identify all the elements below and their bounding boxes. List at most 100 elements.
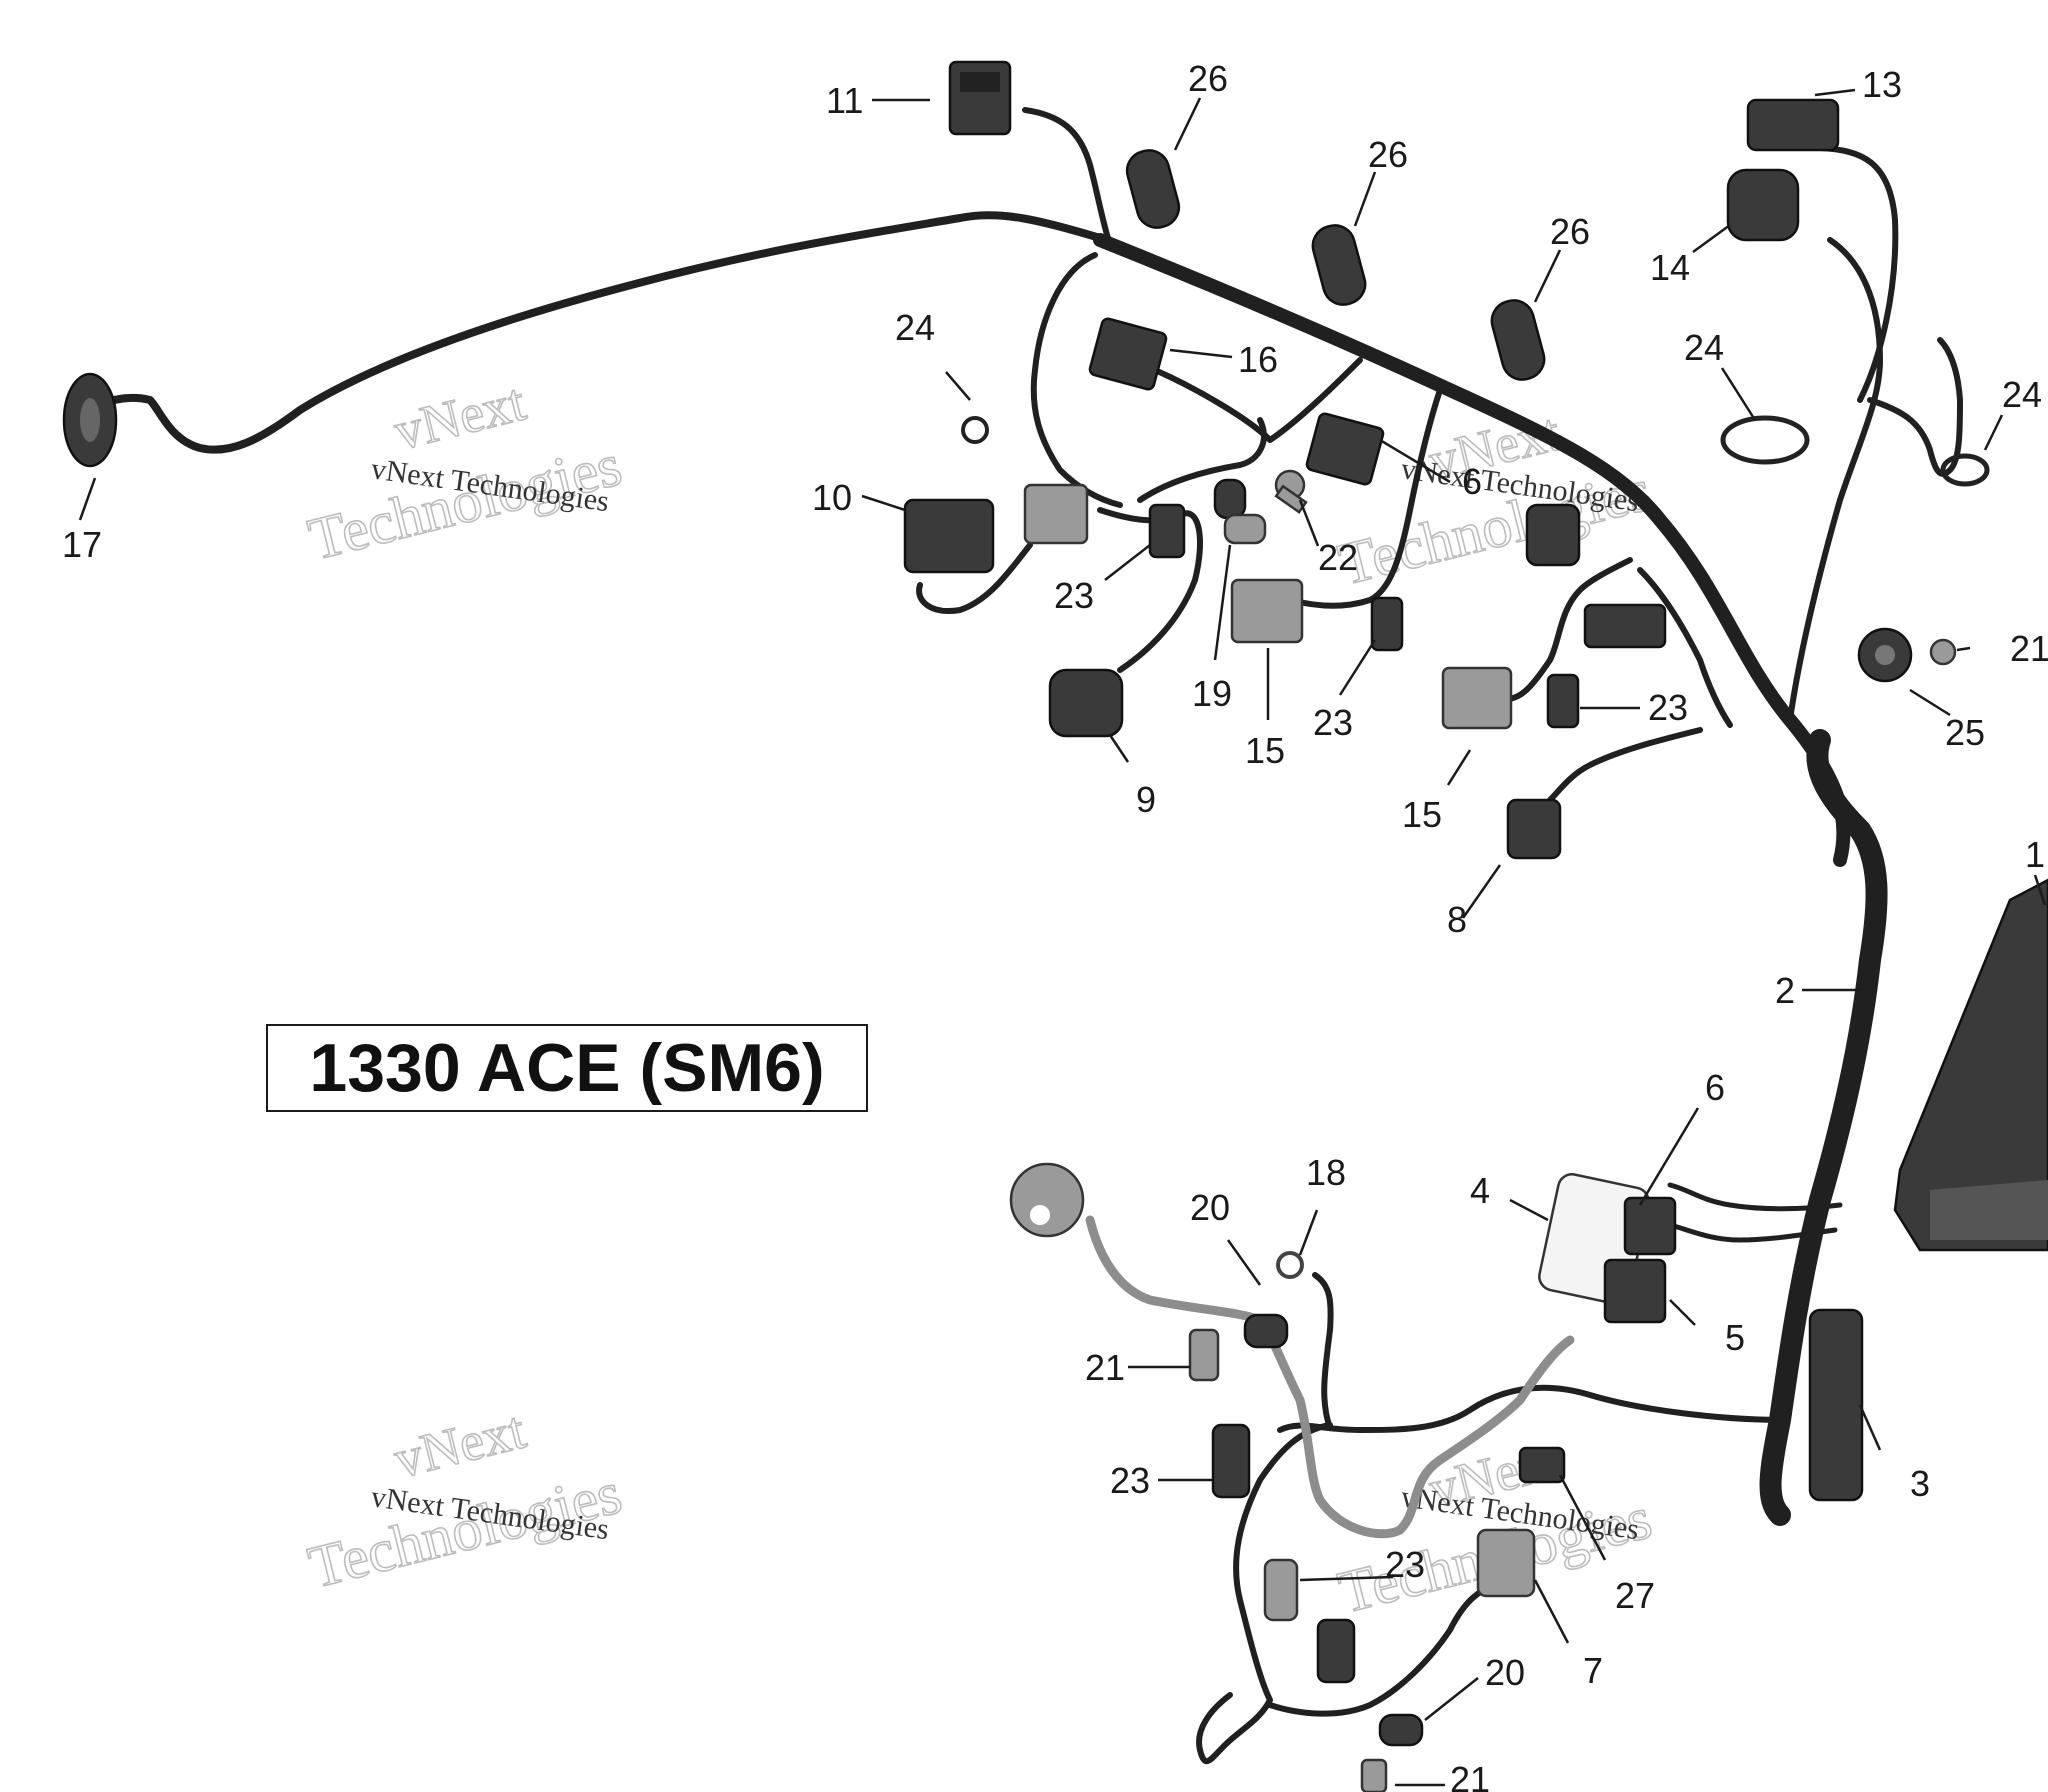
callout-13: 13 <box>1862 64 1902 105</box>
callout-22: 22 <box>1318 537 1358 578</box>
connector-15-left <box>1023 483 1089 545</box>
tie-wrap-24b <box>1720 415 1810 465</box>
tie-wrap-24c <box>1940 453 1990 487</box>
connector-6-upper <box>1305 412 1385 486</box>
grommet-17 <box>62 372 118 468</box>
callout-23a: 23 <box>1054 575 1094 616</box>
ground-cable <box>1085 1215 1575 1539</box>
callout-4: 4 <box>1470 1170 1490 1211</box>
screw-22 <box>1274 469 1308 514</box>
connector-11 <box>948 60 1012 136</box>
grommet-20a <box>1243 1313 1289 1349</box>
wire-to-11 <box>1022 107 1113 248</box>
callout-24a: 24 <box>895 307 935 348</box>
components <box>62 60 2048 1792</box>
connector-5 <box>1603 1258 1667 1324</box>
ring-terminal-18 <box>1276 1251 1304 1279</box>
connector-16 <box>1088 317 1168 391</box>
wire-to-7 <box>1267 1582 1498 1717</box>
wire-to-18 <box>1312 1272 1334 1431</box>
callout-21c: 21 <box>1450 1759 1490 1792</box>
model-title: 1330 ACE (SM6) <box>309 1030 825 1106</box>
callout-26c: 26 <box>1550 211 1590 252</box>
callout-23d: 23 <box>1110 1460 1150 1501</box>
clip-27 <box>1518 1446 1566 1484</box>
callout-20a: 20 <box>1190 1187 1230 1228</box>
bracket-3 <box>1808 1308 1864 1502</box>
clip-23e <box>1263 1558 1299 1622</box>
wire-to-15b <box>1497 557 1633 703</box>
clamp-25 <box>1857 627 1913 683</box>
connector-10 <box>903 498 995 574</box>
watermark-bottom-left: vNext Technologies vNext Technologies <box>301 1399 628 1602</box>
callout-21a: 21 <box>2010 628 2048 669</box>
callout-18: 18 <box>1306 1152 1346 1193</box>
callout-20b: 20 <box>1485 1652 1525 1693</box>
sensor-6-mid <box>1525 503 1581 567</box>
wire-to-14 <box>1787 237 1883 723</box>
connector-9 <box>1048 668 1124 738</box>
connector-8 <box>1506 798 1562 860</box>
grommet-20b <box>1378 1713 1424 1747</box>
callout-5: 5 <box>1725 1317 1745 1358</box>
callout-7: 7 <box>1583 1650 1603 1691</box>
connector-15b <box>1441 666 1513 730</box>
callout-6b: 6 <box>1705 1067 1725 1108</box>
callout-labels: 11 26 26 26 13 14 24 16 24 24 17 10 6 22… <box>62 58 2048 1792</box>
wire-to-9 <box>1097 507 1203 673</box>
callout-14: 14 <box>1650 247 1690 288</box>
connector-14 <box>1726 168 1800 242</box>
watermark-line1: vNext <box>388 1399 531 1489</box>
callout-11: 11 <box>826 80 863 121</box>
callout-6a: 6 <box>1462 461 1482 502</box>
callout-25: 25 <box>1945 712 1985 753</box>
wire-to-6b <box>1667 1182 1843 1212</box>
connector-6-lower <box>1623 1196 1677 1256</box>
callout-23c: 23 <box>1648 687 1688 728</box>
callout-10: 10 <box>812 477 852 518</box>
bolt-21a <box>1929 638 1957 666</box>
harness-wires <box>96 107 1963 1765</box>
callout-15a: 15 <box>1245 730 1285 771</box>
callout-26a: 26 <box>1188 58 1228 99</box>
wire-to-6 <box>1637 567 1733 728</box>
clip-23c <box>1546 673 1580 729</box>
watermark-line1: vNext <box>388 371 531 461</box>
callout-26b: 26 <box>1368 134 1408 175</box>
p-clamp-19 <box>1213 478 1267 545</box>
callout-21b: 21 <box>1085 1347 1125 1388</box>
callout-19: 19 <box>1192 673 1232 714</box>
bolt-21b <box>1188 1328 1220 1382</box>
wire-to-17 <box>96 211 1104 454</box>
wire-to-10 <box>916 542 1033 614</box>
connector-15a <box>1230 578 1304 644</box>
clip-23b <box>1370 596 1404 652</box>
leader-lines <box>78 88 2047 1787</box>
callout-24c: 24 <box>2002 374 2042 415</box>
callout-17: 17 <box>62 524 102 565</box>
clip-23f <box>1316 1618 1356 1684</box>
wire-to-8 <box>1547 727 1703 803</box>
callout-27: 27 <box>1615 1575 1655 1616</box>
callout-2: 2 <box>1775 970 1795 1011</box>
clip-26a <box>1125 149 1181 229</box>
callout-24b: 24 <box>1684 327 1724 368</box>
wire-to-23 <box>1137 417 1267 503</box>
callout-23e: 23 <box>1385 1544 1425 1585</box>
wire-to-16 <box>1152 357 1363 443</box>
watermark-top-left: vNext Technologies vNext Technologies <box>301 371 628 574</box>
wire-lower-main <box>1277 1384 1788 1433</box>
clip-23a <box>1148 503 1186 559</box>
callout-9: 9 <box>1136 779 1156 820</box>
connector-13 <box>1746 98 1840 152</box>
callout-15b: 15 <box>1402 794 1442 835</box>
callout-23b: 23 <box>1313 702 1353 743</box>
knock-sensor <box>1009 1162 1085 1238</box>
callout-16: 16 <box>1238 339 1278 380</box>
callout-8: 8 <box>1447 899 1467 940</box>
callout-3: 3 <box>1910 1463 1930 1504</box>
clip-26b <box>1311 224 1367 306</box>
ecm-module-1 <box>1893 878 2048 1252</box>
tie-wrap-24a <box>961 416 989 444</box>
